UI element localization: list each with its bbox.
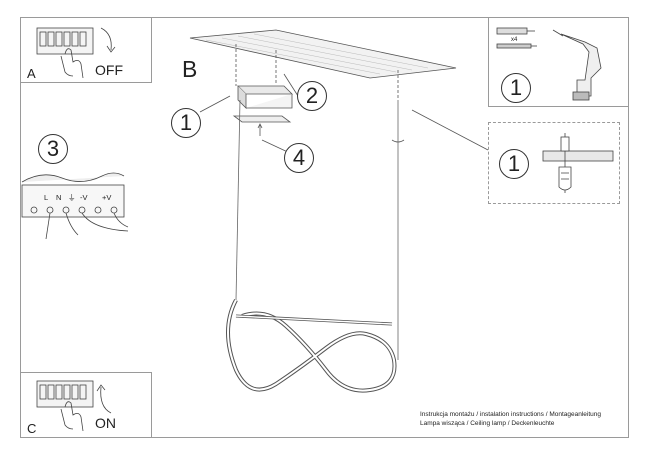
footer-line-2: Lampa wisząca / Ceiling lamp / Deckenleu…	[420, 420, 555, 427]
footer-caption: Instrukcja montażu / instalation instruc…	[420, 410, 626, 428]
step-3-number: 3	[38, 134, 68, 164]
panel-c-switch-on: C ON	[20, 372, 152, 438]
switch-on-illustration	[36, 380, 112, 432]
step-3-wiring: 3 L N ⏚ -V +V	[20, 130, 130, 240]
terminal-label-earth: ⏚	[68, 193, 76, 202]
step-1-detail-number: 1	[499, 149, 529, 179]
terminal-label-plus-v: +V	[102, 193, 112, 202]
terminal-block-illustration	[21, 172, 129, 240]
panel-a-switch-off: A OFF	[20, 17, 152, 83]
main-section-letter: B	[182, 56, 198, 82]
terminal-label-minus-v: -V	[80, 193, 88, 202]
panel-a-letter: A	[27, 66, 36, 81]
terminal-label-n: N	[56, 193, 62, 202]
panel-step-1-detail: 1	[488, 122, 620, 204]
panel-c-letter: C	[27, 421, 37, 436]
switch-off-illustration	[36, 27, 116, 79]
callout-2: 2	[297, 81, 327, 111]
ceiling-anchor-detail	[542, 133, 614, 193]
anchor-count: x4	[511, 37, 518, 43]
drill-and-anchors-illustration	[496, 27, 602, 101]
panel-step-1-tools: x4 1	[488, 17, 629, 107]
footer-line-1: Instrukcja montażu / instalation instruc…	[420, 411, 602, 418]
panel-c-on-label: ON	[95, 415, 116, 431]
step-1-tools-number: 1	[501, 73, 531, 103]
panel-a-off-label: OFF	[95, 62, 123, 78]
callout-4: 4	[284, 143, 314, 173]
page-frame	[20, 17, 629, 438]
callout-1: 1	[171, 108, 201, 138]
terminal-label-l: L	[44, 193, 49, 202]
